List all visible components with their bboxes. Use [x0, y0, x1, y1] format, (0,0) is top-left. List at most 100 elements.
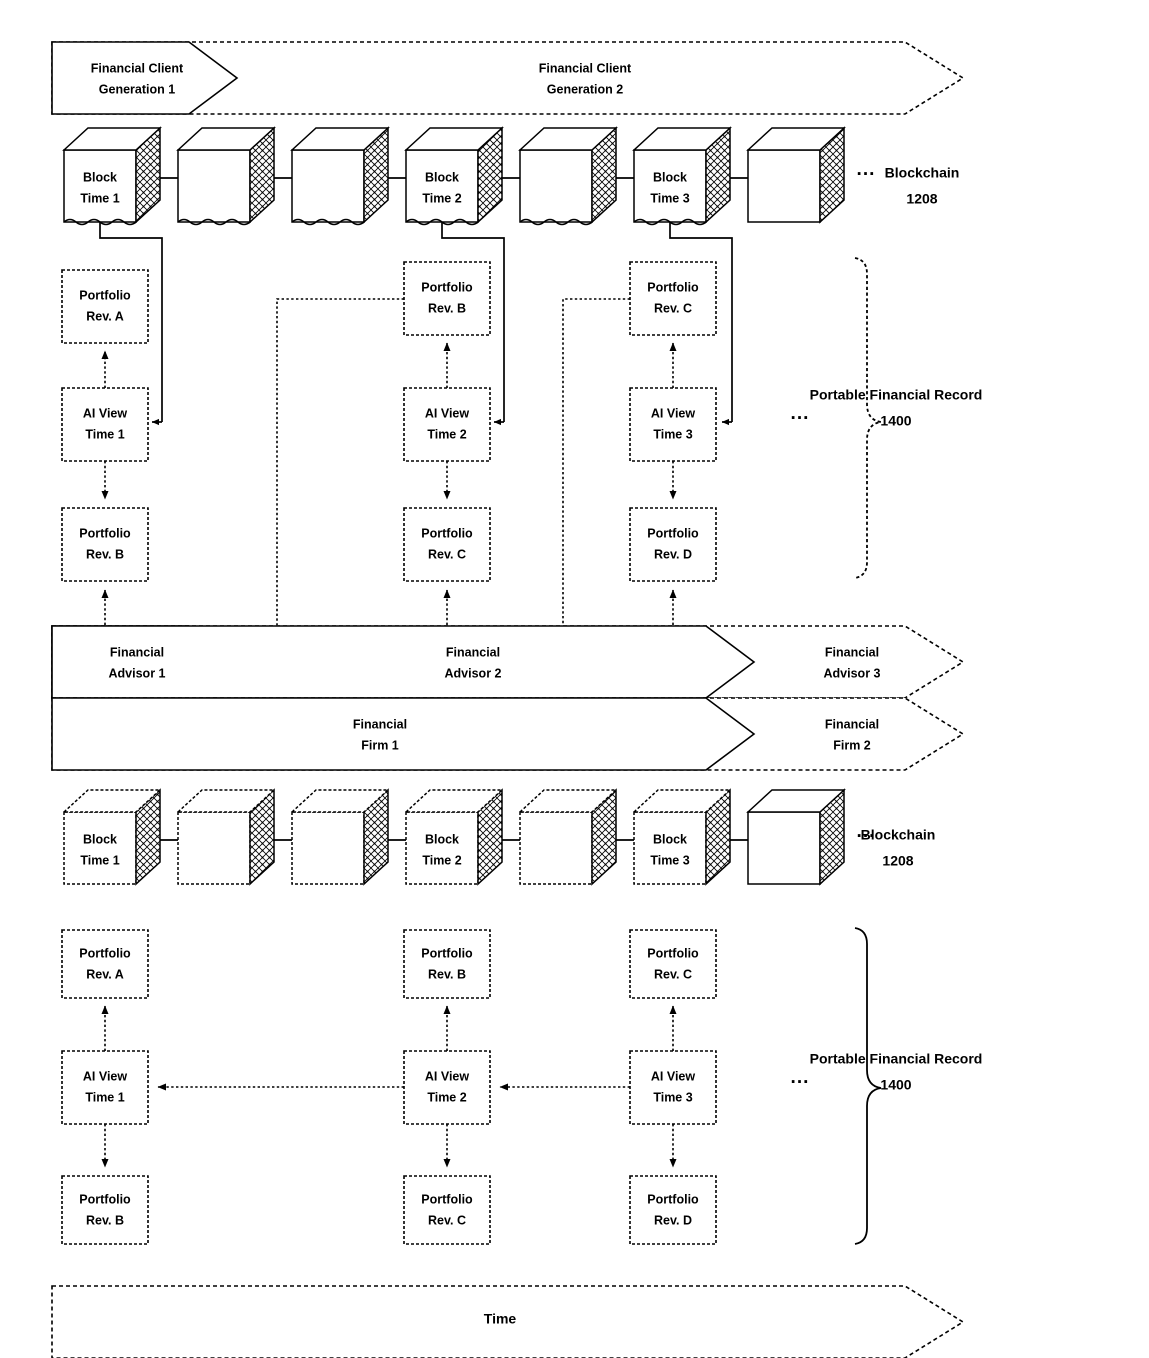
record-col-2-top[interactable]: Portfolio Rev. B: [403, 261, 491, 336]
record-col-1-top[interactable]: Portfolio Rev. A: [61, 269, 149, 344]
portfolio-rev-a-top-line1: Portfolio: [79, 288, 131, 302]
block-top-3[interactable]: [290, 126, 390, 226]
block-bottom-6[interactable]: Block Time 3: [632, 788, 732, 886]
portfolio-rev-a-top-line2: Rev. A: [86, 309, 124, 323]
client-gen2-line1: Financial Client: [539, 61, 632, 75]
block-top-7[interactable]: [746, 126, 846, 224]
firm-1-line1: Financial: [353, 717, 407, 731]
ai-view-time-3-bottom-line1: AI View: [651, 1069, 696, 1083]
block-bottom-4[interactable]: Block Time 2: [404, 788, 504, 886]
block-to-aiview-connectors-top: [99, 222, 733, 426]
portfolio-rev-b-top-line1: Portfolio: [79, 526, 131, 540]
blockchain-bottom: Block Time 1 Block Time 2: [62, 788, 936, 886]
portfolio-rev-c2-bottom-line1: Portfolio: [647, 946, 699, 960]
financial-client-lane[interactable]: Financial Client Generation 1 Financial …: [51, 41, 965, 115]
time-label: Time: [484, 1311, 517, 1327]
portfolio-rev-c2-top-line1: Portfolio: [647, 280, 699, 294]
client-gen2-line2: Generation 2: [547, 82, 623, 96]
blockchain-bottom-ellipsis: ···: [857, 826, 876, 847]
block-top-4[interactable]: Block Time 2: [404, 126, 504, 226]
record-col-1-middle[interactable]: AI View Time 1: [61, 387, 149, 462]
financial-firm-lane[interactable]: Financial Firm 1 Financial Firm 2: [51, 697, 965, 771]
time-lane[interactable]: Time: [51, 1285, 965, 1358]
block-top-4-line2: Time 2: [422, 191, 461, 205]
record-bottom-ellipsis: ···: [791, 1072, 810, 1093]
record-col-3-middle[interactable]: AI View Time 3: [629, 387, 717, 462]
block-bottom-6-line2: Time 3: [650, 853, 689, 867]
advisor-1-line1: Financial: [110, 645, 164, 659]
portfolio-rev-b2-bottom-line1: Portfolio: [421, 946, 473, 960]
advisor-1-line2: Advisor 1: [109, 666, 166, 680]
record-b-col-2-top[interactable]: Portfolio Rev. B: [403, 929, 491, 999]
record-col-1-bottom[interactable]: Portfolio Rev. B: [61, 507, 149, 582]
firm-2-line2: Firm 2: [833, 738, 871, 752]
record-top-label-line2: 1400: [880, 413, 911, 429]
blockchain-bottom-label-line1: Blockchain: [861, 827, 936, 843]
advisor-2-line2: Advisor 2: [445, 666, 502, 680]
ai-view-time-1-bottom-line2: Time 1: [85, 1090, 124, 1104]
ai-view-time-1-bottom-line1: AI View: [83, 1069, 128, 1083]
block-top-6-line1: Block: [653, 170, 687, 184]
record-bottom-label-line1: Portable Financial Record: [810, 1051, 983, 1067]
block-top-1-line2: Time 1: [80, 191, 119, 205]
blockchain-top-label-line2: 1208: [906, 191, 937, 207]
financial-advisor-lane[interactable]: Financial Advisor 1 Financial Advisor 2 …: [51, 625, 965, 699]
ai-view-time-2-top-line2: Time 2: [427, 427, 466, 441]
block-top-1[interactable]: Block Time 1: [62, 126, 162, 226]
record-top-ellipsis: ···: [791, 408, 810, 429]
portfolio-rev-c-top-line2: Rev. C: [428, 547, 466, 561]
advisor-3-line1: Financial: [825, 645, 879, 659]
portfolio-rev-d-bottom-line2: Rev. D: [654, 1213, 692, 1227]
block-top-6[interactable]: Block Time 3: [632, 126, 732, 226]
block-bottom-4-line1: Block: [425, 832, 459, 846]
portfolio-rev-b2-top-line2: Rev. B: [428, 301, 466, 315]
block-bottom-1[interactable]: Block Time 1: [62, 788, 162, 886]
advisor-2-line1: Financial: [446, 645, 500, 659]
record-b-col-1-bottom[interactable]: Portfolio Rev. B: [61, 1175, 149, 1245]
firm-2-line1: Financial: [825, 717, 879, 731]
portfolio-rev-c-top-line1: Portfolio: [421, 526, 473, 540]
block-top-1-line1: Block: [83, 170, 117, 184]
portfolio-rev-c-bottom-line2: Rev. C: [428, 1213, 466, 1227]
block-bottom-3[interactable]: [290, 788, 390, 886]
record-col-3-top[interactable]: Portfolio Rev. C: [629, 261, 717, 336]
portfolio-rev-a-bottom-line1: Portfolio: [79, 946, 131, 960]
record-b-col-1-middle[interactable]: AI View Time 1: [61, 1050, 149, 1125]
record-col-3-bottom[interactable]: Portfolio Rev. D: [629, 507, 717, 582]
block-bottom-7[interactable]: [746, 788, 846, 886]
portfolio-rev-b-bottom-line2: Rev. B: [86, 1213, 124, 1227]
portfolio-rev-b-top-line2: Rev. B: [86, 547, 124, 561]
ai-view-time-1-top-line1: AI View: [83, 406, 128, 420]
portfolio-rev-a-bottom-line2: Rev. A: [86, 967, 124, 981]
portfolio-rev-d-top-line2: Rev. D: [654, 547, 692, 561]
record-b-col-3-top[interactable]: Portfolio Rev. C: [629, 929, 717, 999]
portfolio-rev-b2-bottom-line2: Rev. B: [428, 967, 466, 981]
block-top-5[interactable]: [518, 126, 618, 226]
portfolio-rev-b-bottom-line1: Portfolio: [79, 1192, 131, 1206]
record-col-2-bottom[interactable]: Portfolio Rev. C: [403, 507, 491, 582]
block-bottom-1-line2: Time 1: [80, 853, 119, 867]
portfolio-rev-c2-top-line2: Rev. C: [654, 301, 692, 315]
blockchain-top-label-line1: Blockchain: [885, 165, 960, 181]
record-col-2-middle[interactable]: AI View Time 2: [403, 387, 491, 462]
block-bottom-1-line1: Block: [83, 832, 117, 846]
record-top-label-line1: Portable Financial Record: [810, 387, 983, 403]
portfolio-rev-d-top-line1: Portfolio: [647, 526, 699, 540]
block-bottom-5[interactable]: [518, 788, 618, 886]
block-top-6-line2: Time 3: [650, 191, 689, 205]
block-top-2[interactable]: [176, 126, 276, 226]
record-b-col-3-bottom[interactable]: Portfolio Rev. D: [629, 1175, 717, 1245]
record-bottom-label-line2: 1400: [880, 1077, 911, 1093]
record-b-col-2-middle[interactable]: AI View Time 2: [403, 1050, 491, 1125]
advisor-3-line2: Advisor 3: [824, 666, 881, 680]
portfolio-rev-b2-top-line1: Portfolio: [421, 280, 473, 294]
record-b-col-3-middle[interactable]: AI View Time 3: [629, 1050, 717, 1125]
ai-view-time-2-bottom-line1: AI View: [425, 1069, 470, 1083]
block-bottom-2[interactable]: [176, 788, 276, 886]
record-b-col-2-bottom[interactable]: Portfolio Rev. C: [403, 1175, 491, 1245]
client-gen1-line2: Generation 1: [99, 82, 175, 96]
block-top-4-line1: Block: [425, 170, 459, 184]
record-b-col-1-top[interactable]: Portfolio Rev. A: [61, 929, 149, 999]
ai-view-time-2-top-line1: AI View: [425, 406, 470, 420]
